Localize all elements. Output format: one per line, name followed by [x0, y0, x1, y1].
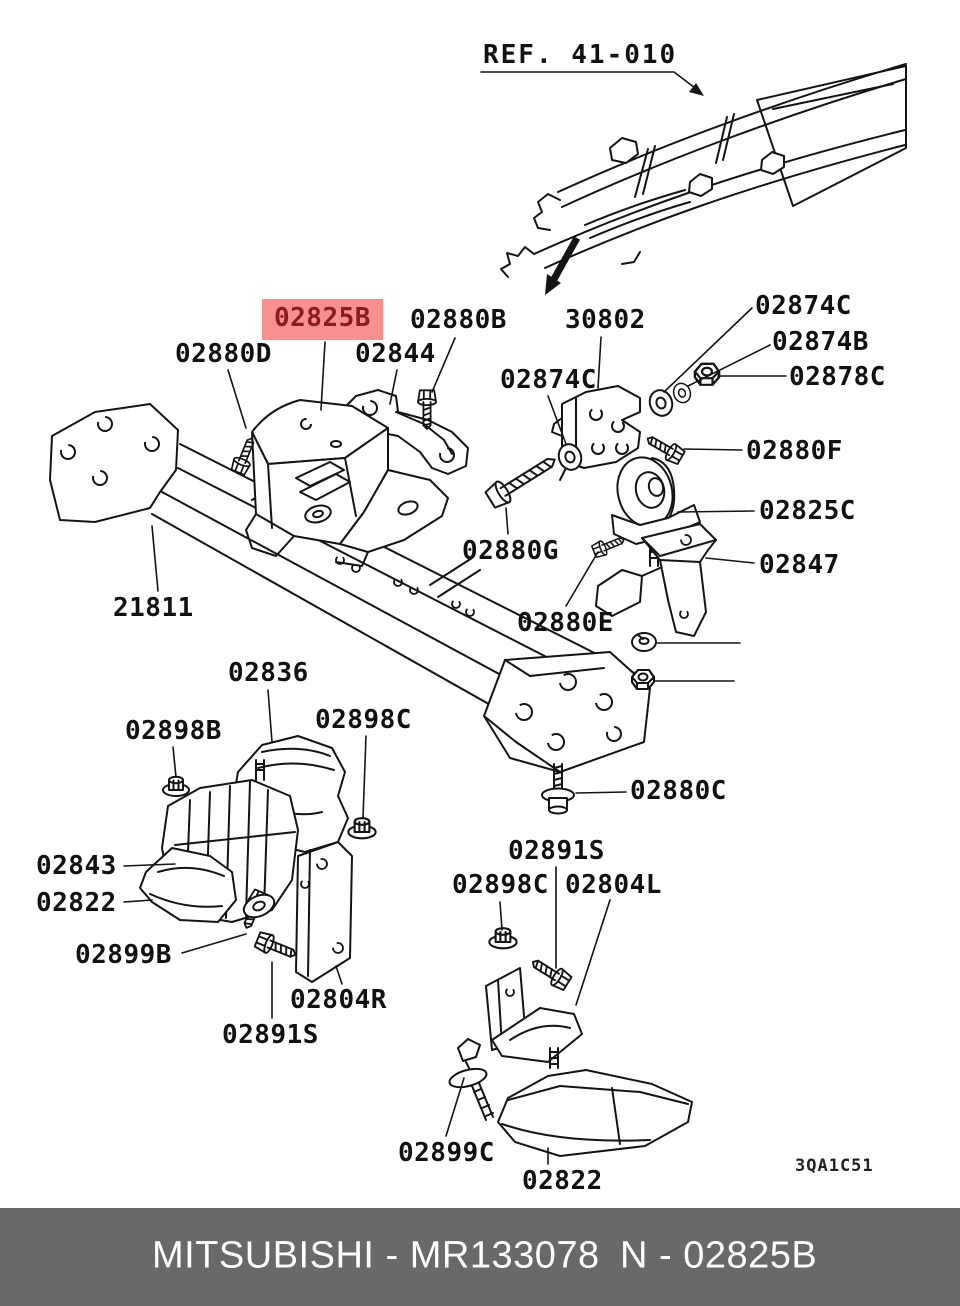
part-label-21811: 21811	[113, 593, 194, 623]
leader-lines	[123, 307, 787, 1165]
part-label-02880G: 02880G	[462, 536, 559, 566]
bolt-02899B	[237, 887, 276, 933]
footer-part-number: N - 02825B	[620, 1234, 818, 1277]
bolt-02899C	[448, 1038, 494, 1121]
part-label-30802: 30802	[565, 305, 646, 335]
part-bracket-02804L	[485, 967, 583, 1063]
part-label-02874C: 02874C	[755, 291, 852, 321]
part-label-02880E: 02880E	[517, 608, 614, 638]
part-pad-02822-upper	[139, 847, 237, 923]
part-label-02874B: 02874B	[772, 327, 869, 357]
bolt-02880C	[541, 763, 575, 815]
part-mount-02825C	[611, 456, 701, 567]
part-label-02822: 02822	[36, 888, 117, 918]
part-label-02880C: 02880C	[630, 776, 727, 806]
part-engine-mount-02825B	[245, 399, 449, 567]
part-label-02843: 02843	[36, 851, 117, 881]
ref-leader-arrow	[480, 71, 704, 96]
locator-arrow	[545, 236, 581, 295]
part-label-02891S: 02891S	[222, 1020, 319, 1050]
part-label-02899B: 02899B	[75, 940, 172, 970]
part-label-02880B: 02880B	[410, 305, 507, 335]
part-label-02878C: 02878C	[789, 362, 886, 392]
part-label-02825B-highlighted: 02825B	[262, 299, 383, 341]
part-bracket-30802	[551, 385, 641, 481]
part-label-02874C: 02874C	[500, 365, 597, 395]
footer-brand-part: MITSUBISHI - MR133078	[152, 1234, 600, 1277]
vehicle-frame-sketch	[500, 63, 907, 278]
part-label-02898C: 02898C	[315, 705, 412, 735]
part-label-02898B: 02898B	[125, 716, 222, 746]
bolt-02880G	[484, 458, 556, 509]
part-label-02844: 02844	[355, 339, 436, 369]
part-label-02891S: 02891S	[508, 836, 605, 866]
part-label-02804L: 02804L	[565, 870, 662, 900]
part-label-02825C: 02825C	[759, 496, 856, 526]
part-mount-02822-bottom	[497, 1047, 693, 1157]
part-label-02898C: 02898C	[452, 870, 549, 900]
part-label-02822: 02822	[522, 1166, 603, 1196]
ref-label: REF. 41-010	[483, 40, 678, 70]
part-strap-bracket-02844	[341, 389, 469, 475]
part-bracket-02804R	[295, 841, 353, 983]
diagram-code: 3QA1C51	[795, 1156, 874, 1176]
part-label-02836: 02836	[228, 658, 309, 688]
part-label-02847: 02847	[759, 550, 840, 580]
part-label-02880F: 02880F	[746, 436, 843, 466]
part-bracket-02847	[595, 523, 717, 637]
part-crossmember-21811	[49, 403, 653, 773]
part-label-02804R: 02804R	[290, 985, 387, 1015]
washer-02874D	[631, 632, 657, 652]
footer-bar: MITSUBISHI - MR133078 N - 02825B	[0, 1208, 960, 1306]
part-label-02880D: 02880D	[175, 339, 272, 369]
part-label-02899C: 02899C	[398, 1138, 495, 1168]
